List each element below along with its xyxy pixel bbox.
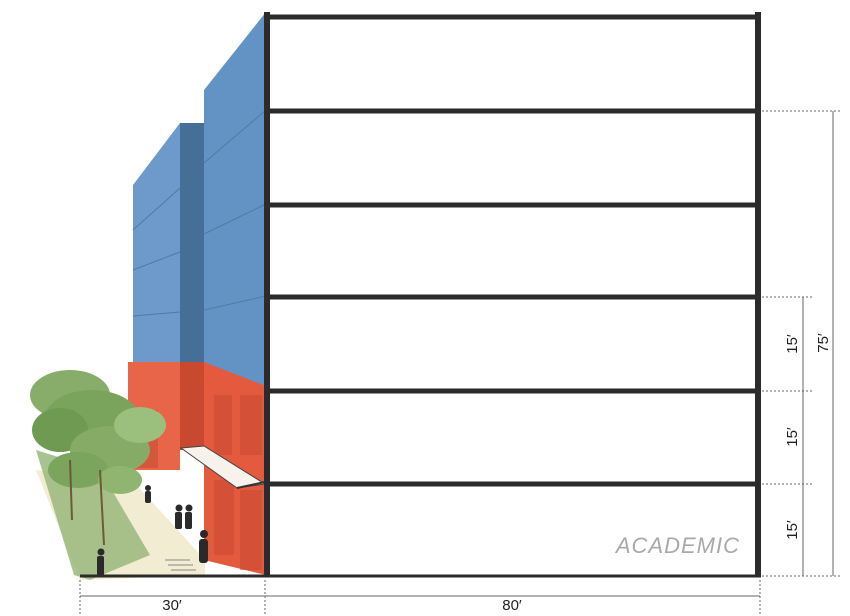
person-1	[145, 485, 151, 503]
person-3	[185, 504, 193, 529]
dim-floor-height-2: 15′	[784, 427, 801, 447]
upper-floor-lines	[132, 109, 267, 317]
dim-sidewalk-width: 30′	[162, 597, 182, 614]
canopy-rod	[236, 481, 266, 489]
dimension-lines	[79, 110, 842, 616]
person-5	[97, 548, 105, 576]
rear-tower-upper-shadow	[180, 123, 204, 362]
person-2	[175, 504, 183, 529]
street-trees	[30, 370, 166, 546]
dim-building-depth: 80′	[502, 597, 522, 614]
rear-tower-upper	[133, 123, 180, 362]
dim-floor-height-3: 15′	[784, 520, 801, 540]
building-section	[80, 12, 761, 578]
person-4	[199, 530, 208, 563]
dim-podium-height: 75′	[815, 333, 832, 353]
front-tower-upper	[204, 12, 266, 386]
dim-floor-height-1: 15′	[784, 334, 801, 354]
program-label: ACADEMIC	[614, 533, 740, 558]
pedestrians	[97, 485, 208, 576]
streetscape	[30, 370, 208, 580]
